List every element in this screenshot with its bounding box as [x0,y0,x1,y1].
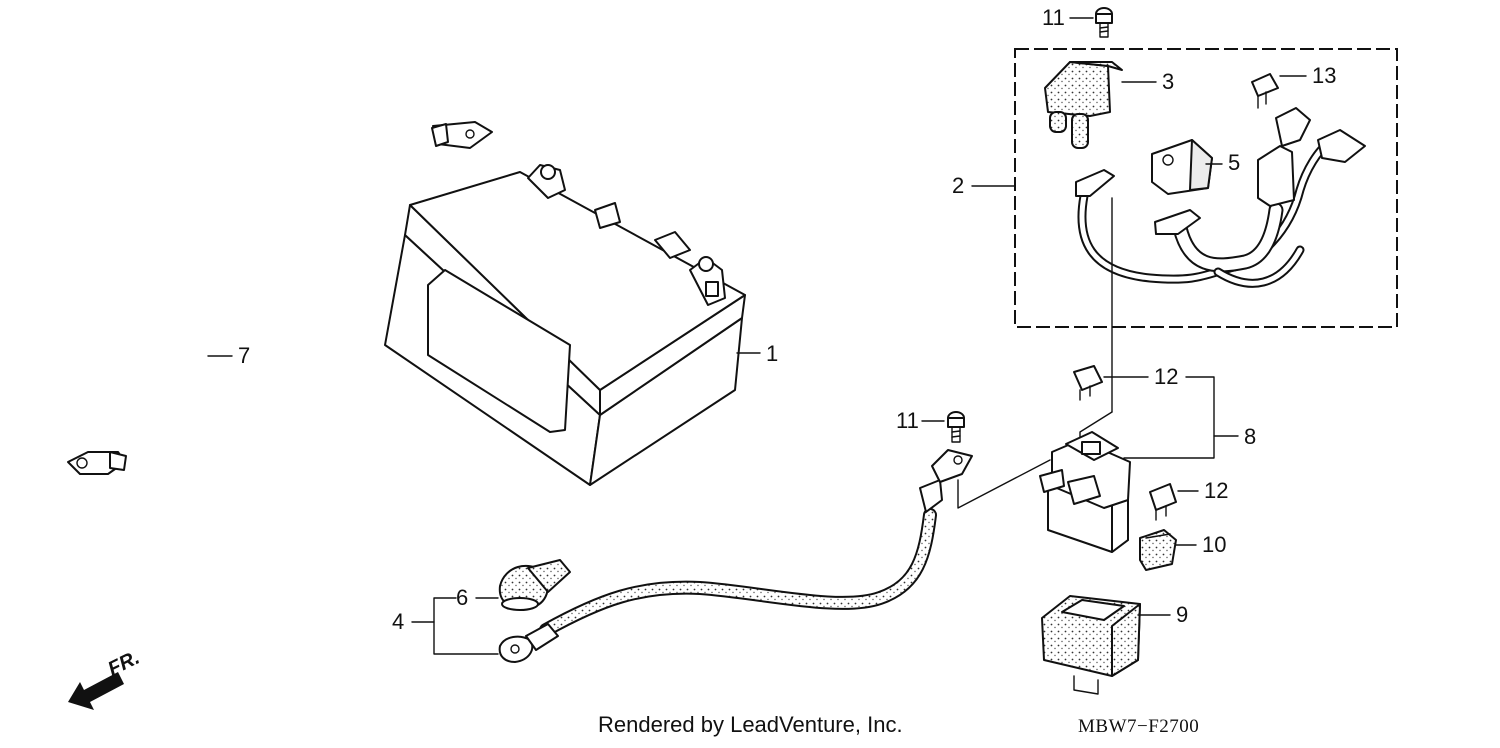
part-8-starter-relay[interactable] [1039,431,1131,553]
part-7-battery-cable[interactable] [67,121,493,475]
part-4-starter-cable[interactable] [498,449,973,663]
callout-12-upper: 12 [1154,364,1178,389]
part-10-fuse-cover[interactable] [1139,529,1177,571]
part-13-fuse[interactable] [1251,73,1279,109]
part-2-harness[interactable] [1075,107,1366,288]
render-credit: Rendered by LeadVenture, Inc. [598,712,903,737]
callout-13: 13 [1312,63,1336,88]
callout-10: 10 [1202,532,1226,557]
callout-12-lower: 12 [1204,478,1228,503]
part-12-fuse-upper[interactable] [1073,365,1103,401]
callout-4: 4 [392,609,404,634]
part-9-relay-mount[interactable] [1041,595,1141,695]
part-11-bolt-mid[interactable] [947,411,965,443]
part-12-fuse-lower[interactable] [1149,483,1177,521]
callout-11-mid: 11 [896,408,919,433]
front-arrow-icon [68,672,124,710]
part-5-cap[interactable] [1151,139,1213,195]
part-3-terminal-cover[interactable] [1044,61,1123,149]
callout-7: 7 [238,343,250,368]
part-11-bolt-top[interactable] [1095,7,1113,38]
callout-8: 8 [1244,424,1256,449]
callout-11-top: 11 [1042,5,1065,30]
part-1-battery[interactable]: 1 [384,164,778,486]
part-6-terminal-cover[interactable] [498,559,571,611]
callout-1: 1 [766,341,778,366]
callout-5: 5 [1228,150,1240,175]
callout-9: 9 [1176,602,1188,627]
callout-3: 3 [1162,69,1174,94]
diagram-code: MBW7−F2700 [1078,716,1200,737]
front-label: FR. [105,647,144,681]
front-direction-indicator: FR. [68,647,143,710]
callout-6: 6 [456,585,468,610]
part-2-group-box [1014,48,1398,328]
callout-2: 2 [952,173,964,198]
